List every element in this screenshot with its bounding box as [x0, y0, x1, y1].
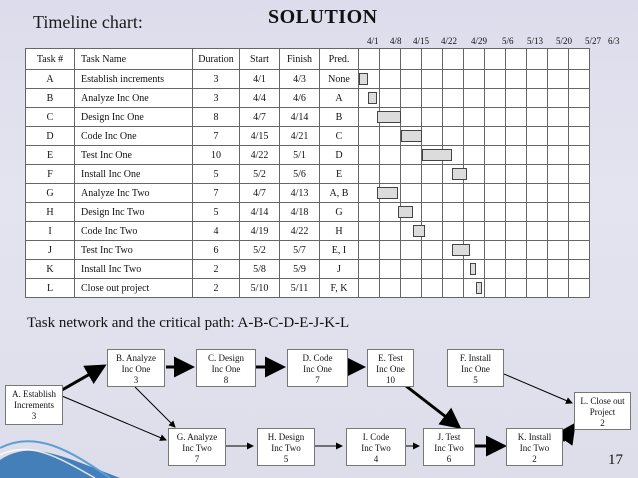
solution-title: SOLUTION [268, 6, 378, 28]
table-header-row: Task # Task Name Duration Start Finish P… [25, 48, 590, 70]
arrow-b-g [134, 386, 176, 428]
gantt-bar-c [376, 111, 401, 123]
gantt-bar-k [469, 263, 476, 275]
date-tick: 4/8 [390, 36, 402, 46]
arrow-e-j [405, 384, 462, 429]
table-cell: F, K [319, 278, 359, 298]
date-tick: 6/3 [608, 36, 620, 46]
slide-heading: Timeline chart: [33, 12, 143, 32]
gantt-bar-h [397, 206, 413, 218]
gantt-bar-g [376, 187, 398, 199]
date-tick: 5/6 [502, 36, 514, 46]
gantt-bar-i [412, 225, 425, 237]
gantt-bar-l [475, 282, 482, 294]
arrow-f-l [503, 373, 573, 404]
page-number: 17 [608, 452, 623, 468]
arrow-a-b [61, 364, 107, 392]
date-tick: 4/22 [441, 36, 458, 46]
gantt-bar-e [421, 149, 452, 161]
gantt-bar-d [400, 130, 422, 142]
date-tick: 5/13 [527, 36, 544, 46]
gantt-bar-b [367, 92, 377, 104]
gantt-bar-a [358, 73, 368, 85]
table-cell: 2 [192, 278, 240, 298]
arrow-k-l [555, 422, 576, 446]
date-tick: 4/29 [471, 36, 488, 46]
date-tick: 4/1 [367, 36, 379, 46]
corner-swirl-decoration [0, 440, 120, 478]
gantt-bar-f [451, 168, 467, 180]
network-heading: Task network and the critical path: A-B-… [27, 315, 350, 331]
date-tick: 4/15 [413, 36, 430, 46]
table-cell: 5/10 [239, 278, 280, 298]
arrow-a-g [61, 395, 167, 441]
gantt-bar-j [451, 244, 470, 256]
schedule-table: Task # Task Name Duration Start Finish P… [25, 48, 590, 298]
table-cell: Close out project [74, 278, 193, 298]
gantt-grid-cell [568, 278, 590, 298]
date-tick: 5/20 [556, 36, 573, 46]
date-tick: 5/27 [585, 36, 602, 46]
